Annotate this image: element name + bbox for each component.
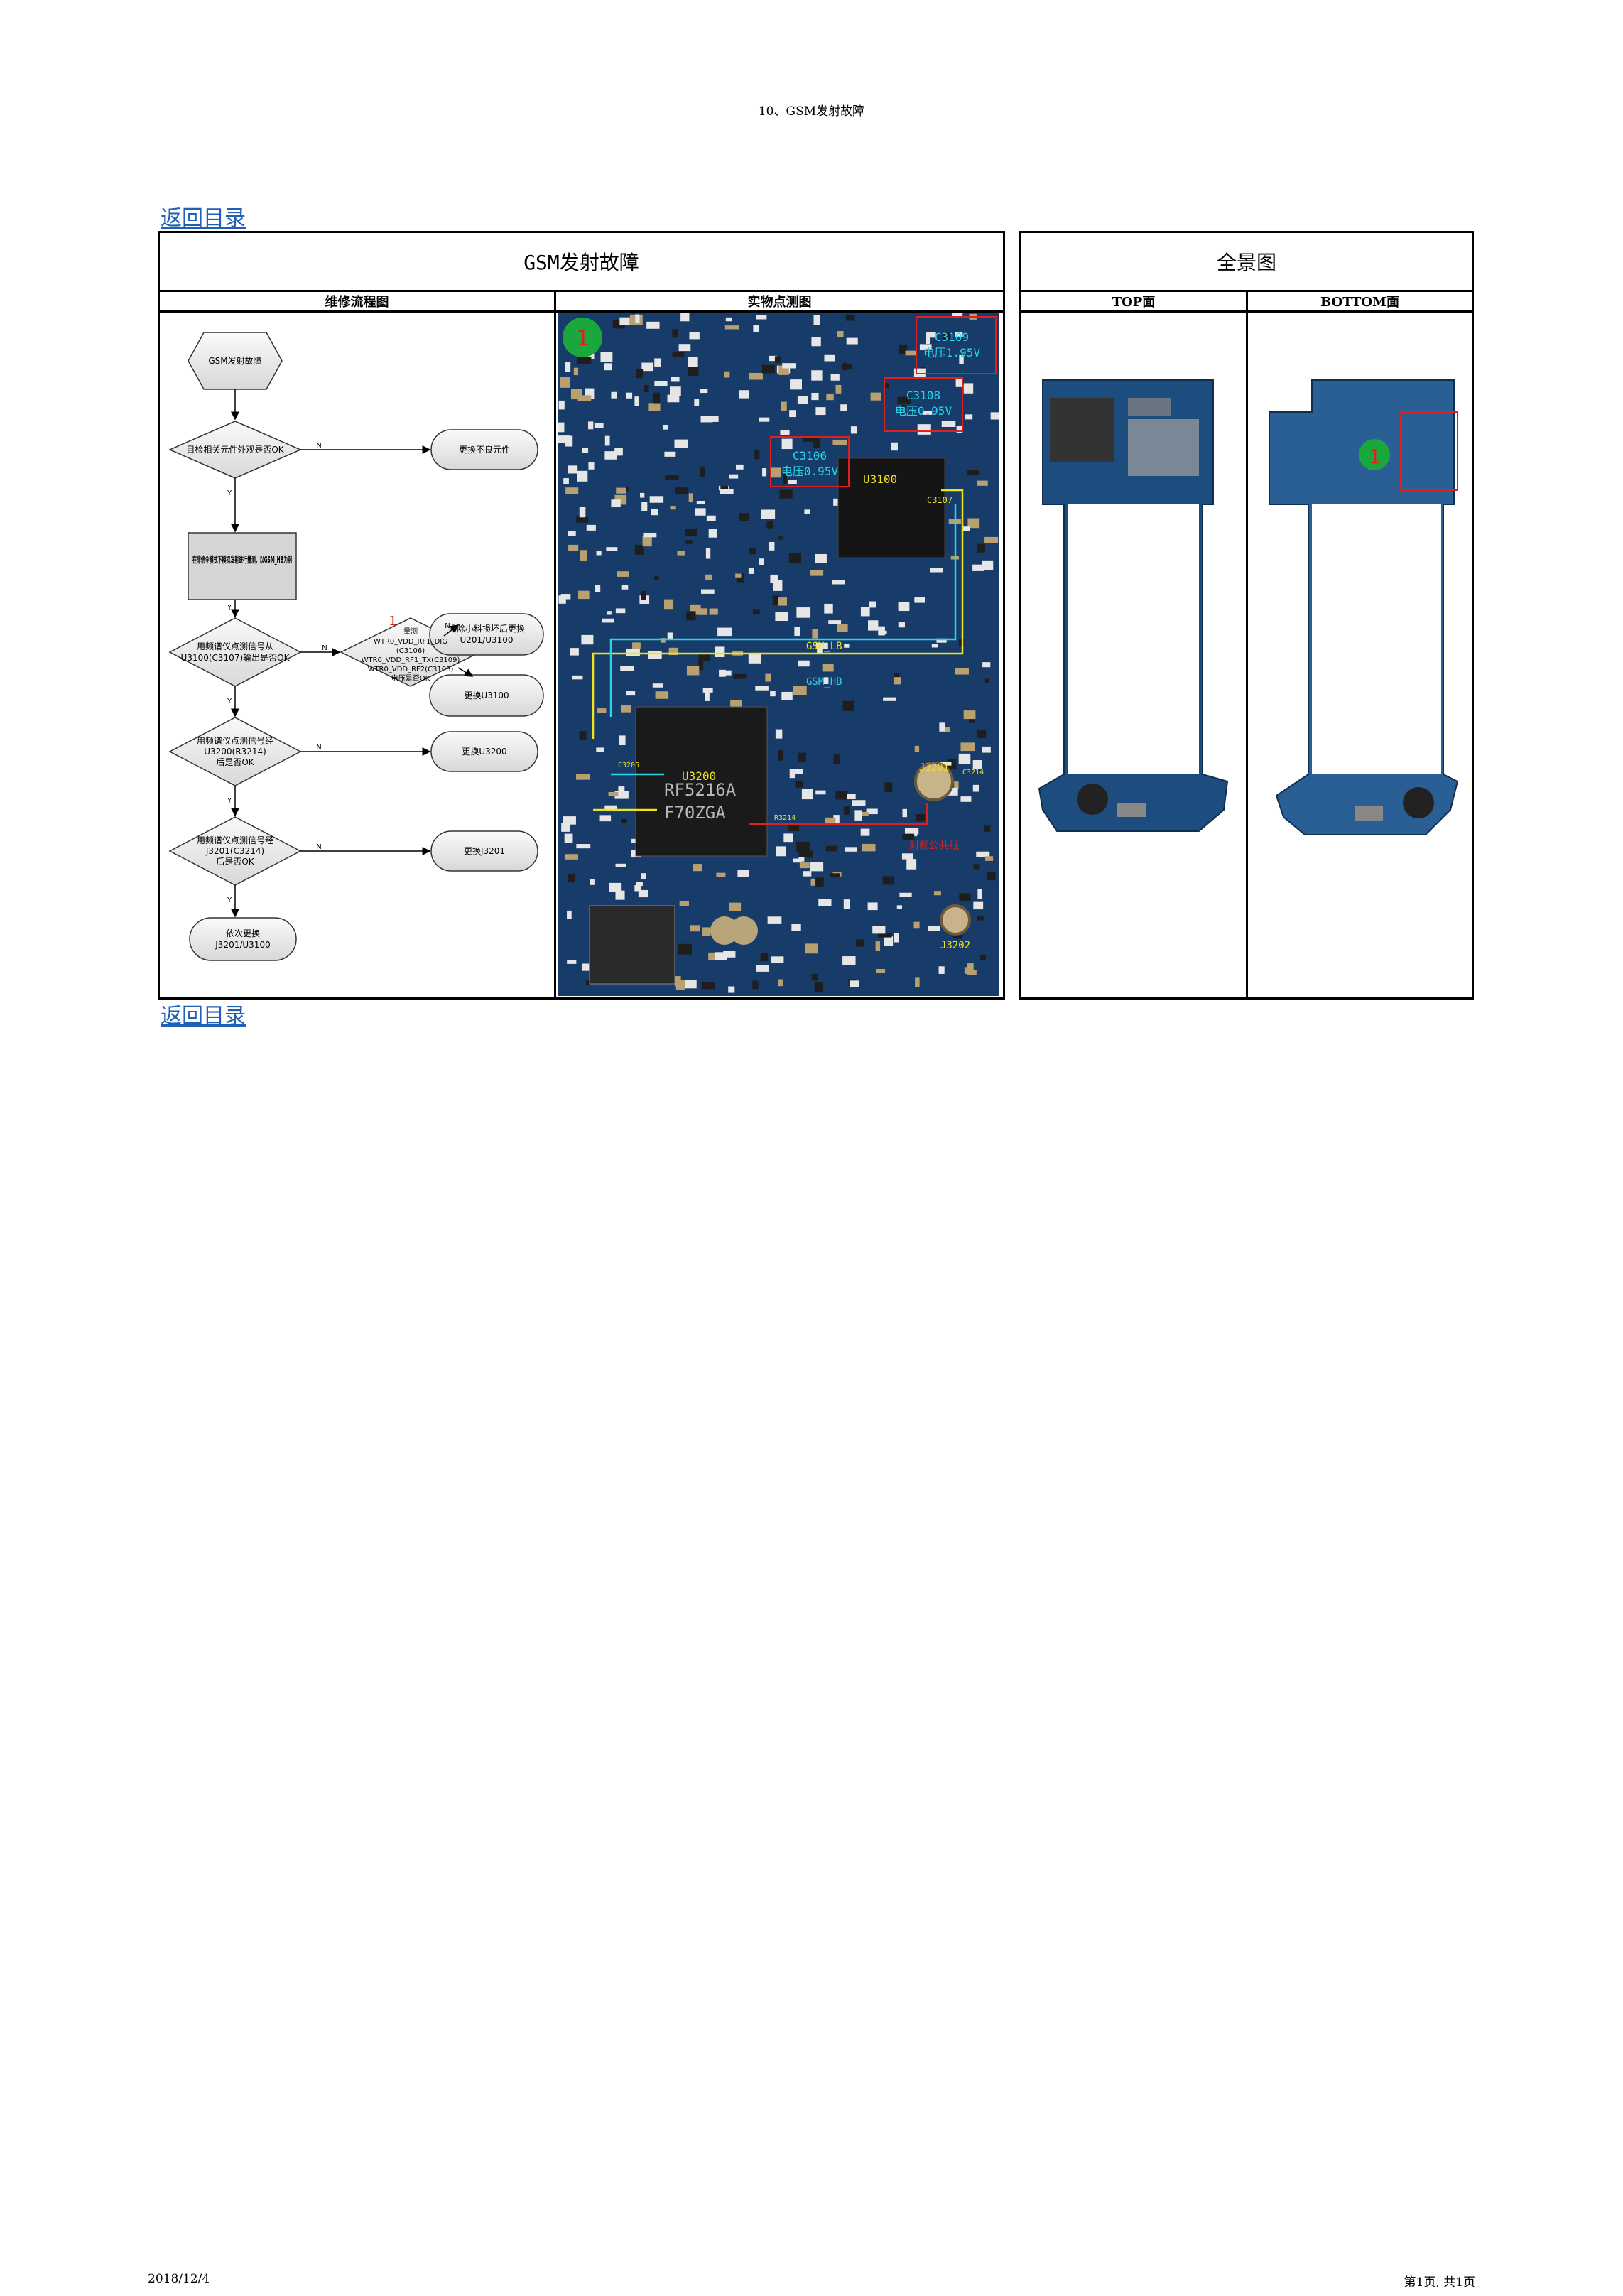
flow-process-1: 在非信令模式下模拟发射进行量测，以GSM_HB为例 [192, 554, 292, 565]
flow-result-4: 更换U3200 [462, 747, 506, 757]
svg-text:电压0.95V: 电压0.95V [895, 404, 952, 418]
flow-decision-3-l2: WTR0_VDD_RF1_DIG [374, 638, 447, 646]
svg-text:C3108: C3108 [906, 389, 940, 402]
svg-text:GSM_LB: GSM_LB [806, 641, 842, 652]
flow-decision-2-l1: 用频谱仪点测信号从 [197, 641, 273, 651]
flow-decision-5-l2: J3201(C3214) [205, 846, 264, 856]
svg-text:J3202: J3202 [940, 940, 970, 951]
svg-text:C3214: C3214 [962, 769, 984, 776]
flow-decision-3-l4: WTR0_VDD_RF1_TX(C3109) [362, 656, 460, 664]
flow-decision-3-l6: 电压是否OK [391, 673, 430, 683]
flow-end-l2: J3201/U3100 [215, 940, 270, 950]
svg-text:N: N [316, 744, 321, 752]
flow-decision-3-l1: 量测 [403, 627, 418, 636]
flow-result-5: 更换J3201 [464, 846, 505, 856]
svg-text:J3201: J3201 [919, 762, 949, 774]
svg-text:N: N [316, 843, 321, 851]
svg-text:N: N [316, 442, 321, 450]
bottom-side-header: BOTTOM面 [1320, 295, 1399, 310]
svg-text:Y: Y [227, 604, 232, 612]
flow-end-l1: 依次更换 [226, 928, 260, 938]
board-bottom-view: 1 [1269, 379, 1459, 835]
svg-text:U3100: U3100 [863, 472, 897, 486]
svg-text:U3200: U3200 [682, 769, 716, 783]
footer-page: 第1页, 共1页 [1404, 2275, 1475, 2290]
flow-decision-5-l3: 后是否OK [216, 857, 254, 867]
flow-result-1: 更换不良元件 [459, 444, 510, 455]
svg-text:Y: Y [227, 698, 232, 705]
flow-result-3a-l2: U201/U3100 [460, 635, 513, 645]
flow-decision-1: 目检相关元件外观是否OK [186, 444, 284, 455]
top-side-header: TOP面 [1112, 295, 1156, 310]
svg-text:Y: Y [227, 489, 232, 497]
chip-u3200 [635, 706, 768, 857]
overview-table: 全景图 TOP面 BOTTOM面 1 [1019, 231, 1474, 1000]
flow-result-3a-l1: 排除小料损坏后更换 [448, 623, 525, 634]
svg-text:C3106: C3106 [793, 449, 827, 462]
flow-column-header: 维修流程图 [325, 295, 389, 310]
chip-u3100 [837, 457, 945, 558]
flow-decision-4-l2: U3200(R3214) [204, 747, 266, 757]
fault-title: GSM发射故障 [523, 251, 639, 274]
flow-result-3b: 更换U3100 [464, 691, 509, 700]
back-to-toc-link-top[interactable]: 返回目录 [161, 206, 246, 231]
svg-text:1: 1 [576, 326, 589, 351]
fault-table: GSM发射故障 维修流程图 实物点测图 [158, 231, 1005, 1000]
flow-decision-2-l2: U3100(C3107)输出是否OK [181, 652, 291, 663]
overview-title: 全景图 [1216, 251, 1276, 274]
start-shape [188, 332, 283, 390]
flow-start: GSM发射故障 [208, 355, 261, 366]
svg-text:R3214: R3214 [774, 814, 796, 822]
svg-text:GSM_HB: GSM_HB [806, 676, 842, 688]
connector-j3201 [914, 762, 954, 801]
svg-text:电压0.95V: 电压0.95V [781, 465, 839, 478]
photo-column-header: 实物点测图 [747, 295, 812, 310]
svg-text:1: 1 [389, 614, 396, 629]
board-top-view [1038, 379, 1229, 832]
svg-text:射频公共线: 射频公共线 [909, 840, 959, 852]
pcb-photo: 1 C3109 电压1.95V C3108 电压0.95V C3106 电压0.… [558, 313, 999, 996]
svg-text:Y: Y [227, 797, 232, 805]
svg-text:电压1.95V: 电压1.95V [923, 346, 981, 359]
flow-decision-5-l1: 用频谱仪点测信号经 [197, 835, 273, 845]
connector-j3202 [940, 904, 971, 936]
marker-1-photo [563, 318, 602, 357]
svg-text:C3107: C3107 [927, 495, 952, 505]
back-to-toc-link-bottom[interactable]: 返回目录 [161, 1004, 246, 1029]
svg-text:RF5216A: RF5216A [664, 780, 737, 800]
svg-text:N: N [445, 622, 450, 630]
svg-text:1: 1 [1369, 445, 1381, 468]
repair-flowchart: GSM发射故障 目检相关元件外观是否OK 更换不良元件 在非信令模式下模拟发射进… [168, 332, 544, 961]
svg-text:Y: Y [227, 897, 232, 904]
flow-decision-4-l3: 后是否OK [216, 757, 254, 767]
svg-text:F70ZGA: F70ZGA [664, 803, 726, 823]
svg-text:N: N [322, 644, 327, 652]
flow-decision-4-l1: 用频谱仪点测信号经 [197, 736, 273, 746]
svg-text:C3109: C3109 [935, 330, 969, 344]
page-header: 10、GSM发射故障 [758, 104, 865, 119]
marker-1-bottom [1359, 439, 1390, 470]
flow-decision-3-l5: WTR0_VDD_RF2(C3108) [368, 666, 454, 673]
footer-date: 2018/12/4 [148, 2272, 210, 2286]
svg-text:C3205: C3205 [618, 762, 639, 769]
flow-decision-3-l3: (C3106) [396, 647, 425, 655]
